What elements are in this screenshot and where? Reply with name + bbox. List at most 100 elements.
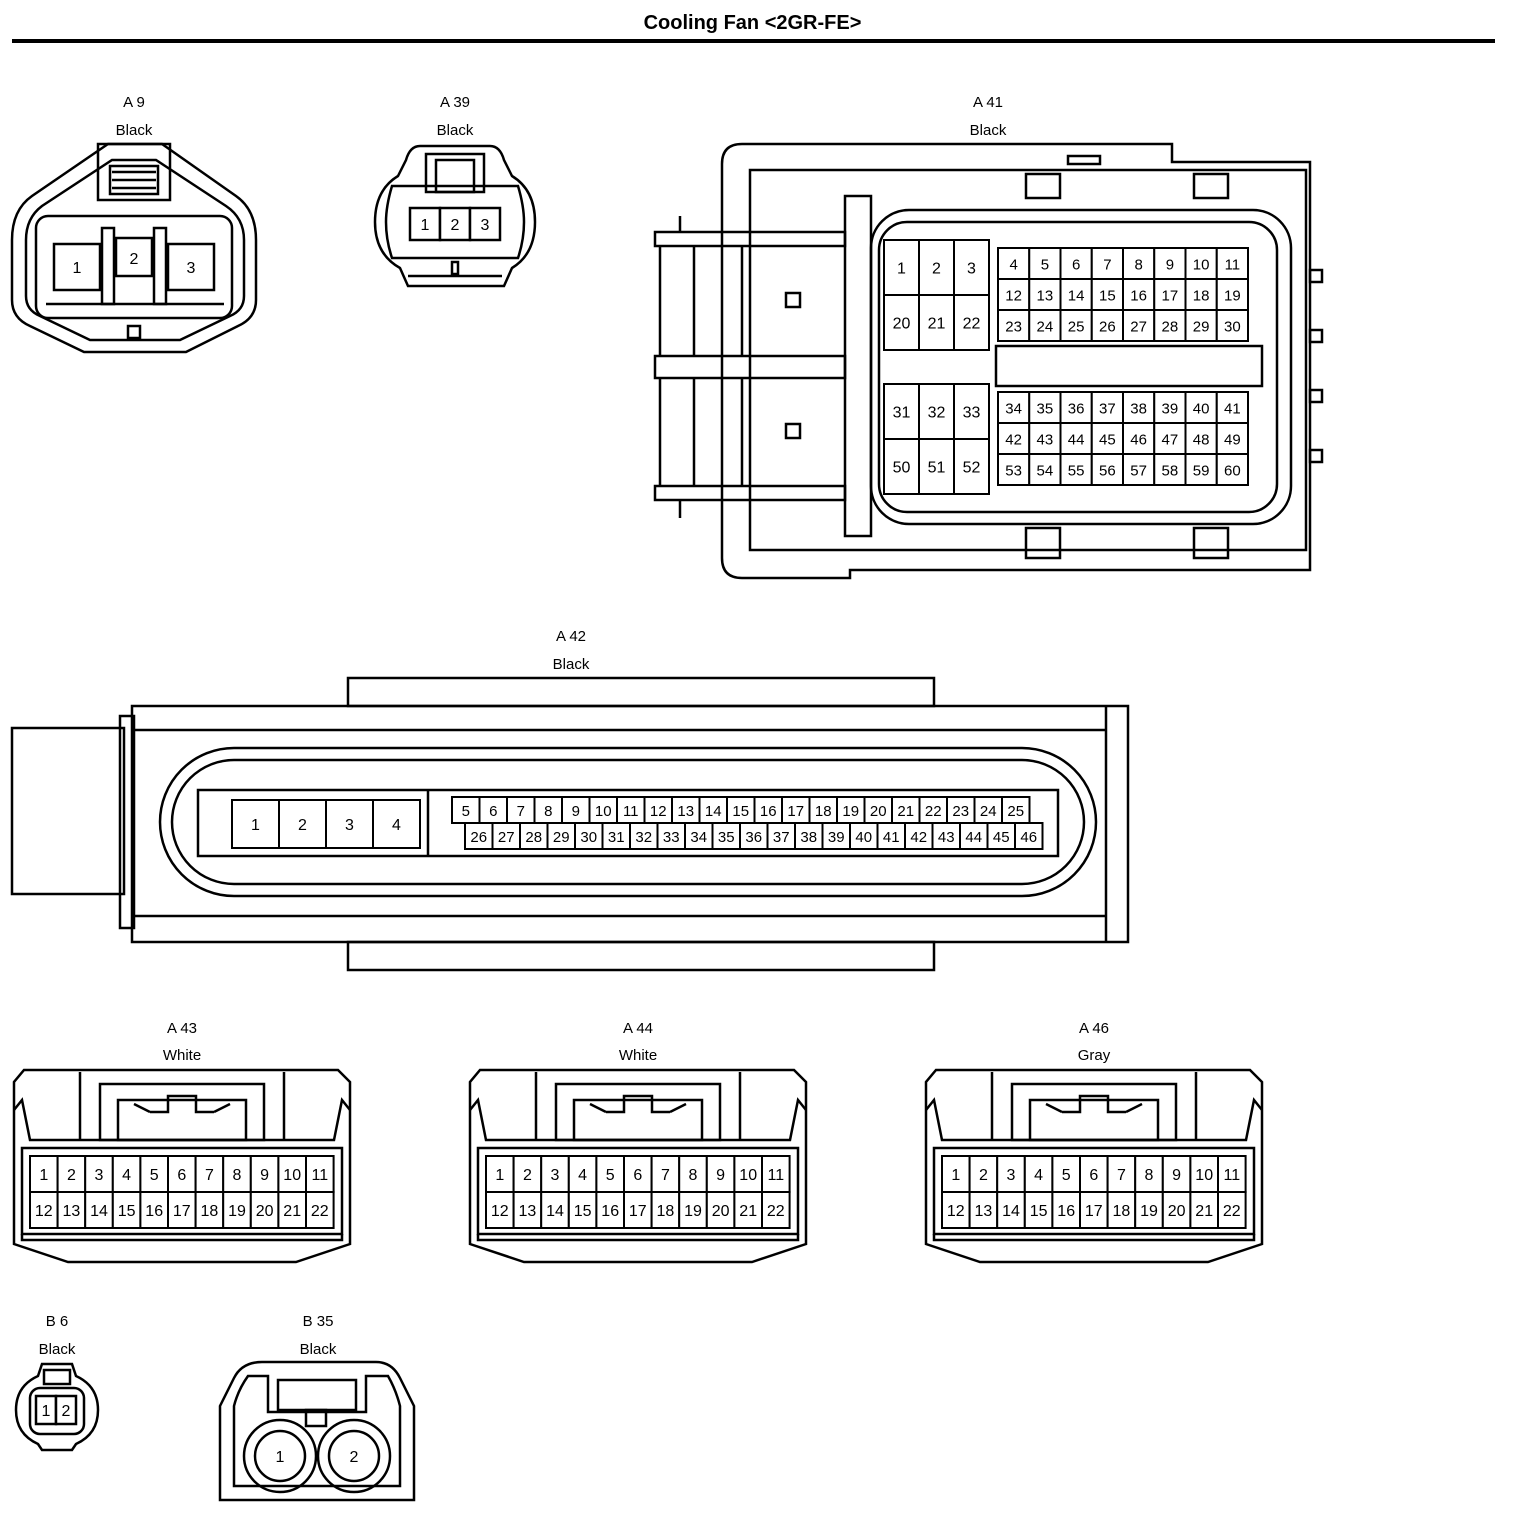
connector-a42-pin-27 <box>491 822 521 850</box>
connector-a42-pin-24-label: 24 <box>980 803 997 820</box>
connector-a39-pin-2 <box>438 206 472 242</box>
connector-a43-pin-2-label: 2 <box>67 1167 76 1184</box>
connector-a44-housing <box>468 1068 808 1264</box>
connector-a43-pin-18 <box>194 1191 225 1229</box>
connector-a46-pin-2-label: 2 <box>979 1167 988 1184</box>
connector-a44-pin-7-label: 7 <box>661 1167 670 1184</box>
connector-a43-pin-7 <box>194 1155 225 1193</box>
connector-a42-pin-11-label: 11 <box>623 803 639 820</box>
connector-a42-pin-32 <box>629 822 659 850</box>
connector-a41-pin-43-label: 43 <box>1037 432 1054 449</box>
connector-a41-pin-3 <box>953 239 990 296</box>
connector-a46-pin-21-label: 21 <box>1195 1203 1213 1220</box>
connector-a46-pin-19 <box>1134 1191 1164 1229</box>
connector-a42-pin-41-label: 41 <box>883 829 900 846</box>
connector-a42-pin-8 <box>533 796 563 824</box>
connector-a42-pin-34-label: 34 <box>690 829 707 846</box>
connector-a41-pin-15-label: 15 <box>1099 288 1116 305</box>
connector-a41-pin-19-label: 19 <box>1224 288 1241 305</box>
connector-a41-pin-34 <box>997 391 1031 424</box>
connector-a44-pin-17 <box>623 1191 653 1229</box>
connector-a41-pin-50 <box>883 438 920 495</box>
connector-a42-pin-14 <box>698 796 728 824</box>
connector-a41-pin-46-label: 46 <box>1130 432 1147 449</box>
connector-a42-pin-32-label: 32 <box>635 829 652 846</box>
connector-a42-pin-39 <box>821 822 851 850</box>
connector-a42-pin-29-label: 29 <box>553 829 570 846</box>
connector-b6-pin-1-label: 1 <box>42 1403 51 1420</box>
connector-a41-pin-42 <box>997 422 1031 455</box>
connector-a41-pin-32-label: 32 <box>928 405 946 422</box>
connector-a42-bottom-rib <box>346 940 936 972</box>
connector-a41-pin-28-label: 28 <box>1162 319 1179 336</box>
connector-a41-pin-58 <box>1153 453 1187 486</box>
connector-a46-pin-13 <box>968 1191 999 1229</box>
connector-a44-pin-18-label: 18 <box>657 1203 675 1220</box>
connector-a41-pin-35-label: 35 <box>1037 401 1054 418</box>
connector-a42-pin-5-label: 5 <box>462 803 470 820</box>
connector-a42-pin-20 <box>863 796 893 824</box>
connector-a43-pin-20 <box>249 1191 280 1229</box>
connector-b6-housing <box>14 1362 100 1452</box>
connector-a41-pin-52-label: 52 <box>963 460 981 477</box>
connector-a44-pin-11 <box>761 1155 791 1193</box>
connector-a41-pin-49 <box>1215 422 1249 455</box>
connector-a46-pin-8 <box>1134 1155 1164 1193</box>
connector-a42-pin-9-label: 9 <box>572 803 580 820</box>
connector-a42-pin-35-label: 35 <box>718 829 735 846</box>
connector-a42-pin-6-label: 6 <box>489 803 497 820</box>
connector-a41-pin-30 <box>1215 309 1249 342</box>
connector-a42-pin-24 <box>973 796 1003 824</box>
connector-a42-pin-12-label: 12 <box>650 803 667 820</box>
connector-a42-pin-8-label: 8 <box>544 803 552 820</box>
connector-a44-pin-5-label: 5 <box>606 1167 615 1184</box>
connector-a41-pin-6-label: 6 <box>1072 257 1080 274</box>
connector-a42-pin-15-label: 15 <box>732 803 749 820</box>
connector-a42-pin-13-label: 13 <box>677 803 694 820</box>
connector-a41-pin-36-label: 36 <box>1068 401 1085 418</box>
connector-a44-pin-18 <box>650 1191 681 1229</box>
connector-a41-pin-25-label: 25 <box>1068 319 1085 336</box>
connector-a41-pin-59 <box>1184 453 1218 486</box>
connector-a41-pin-49-label: 49 <box>1224 432 1241 449</box>
connector-a41-pin-33-label: 33 <box>963 405 981 422</box>
connector-a41-pin-21 <box>918 294 955 351</box>
connector-a42-pin-27-label: 27 <box>498 829 515 846</box>
connector-a41-pin-48 <box>1184 422 1218 455</box>
connector-a43-pin-10 <box>277 1155 307 1193</box>
connector-a43-pin-18-label: 18 <box>201 1203 219 1220</box>
connector-a43-pin-10-label: 10 <box>283 1167 301 1184</box>
connector-a41-pin-60 <box>1215 453 1249 486</box>
connector-a39-housing <box>373 144 537 288</box>
connector-a42-pin-45 <box>986 822 1016 850</box>
connector-a42-pin-37 <box>766 822 796 850</box>
connector-a44-pin-6-label: 6 <box>633 1167 642 1184</box>
connector-a44-pin-2-label: 2 <box>523 1167 532 1184</box>
connector-b35-pin-1-label: 1 <box>276 1449 285 1466</box>
connector-a41-pin-56-label: 56 <box>1099 463 1116 480</box>
connector-a9: A 9 Black 1 2 3 <box>10 94 258 354</box>
connector-b35-pin-1 <box>253 1429 307 1483</box>
connector-a42-pin-10-label: 10 <box>595 803 612 820</box>
connector-a44-pin-3-label: 3 <box>551 1167 560 1184</box>
connector-a43-pin-4-label: 4 <box>122 1167 131 1184</box>
connector-b6: B 6 Black 1 2 <box>14 1313 100 1452</box>
connector-a9-pin-1 <box>52 242 102 292</box>
connector-a43-pin-19-label: 19 <box>228 1203 246 1220</box>
connector-a42-pin-46 <box>1014 822 1044 850</box>
connector-a41-pin-17-label: 17 <box>1162 288 1179 305</box>
connector-a42-pin-20-label: 20 <box>870 803 887 820</box>
connector-a42-lever <box>10 726 126 896</box>
connector-a41-pin-40 <box>1184 391 1218 424</box>
connector-a44-pin-9 <box>705 1155 736 1193</box>
connector-a41-pin-50-label: 50 <box>893 460 911 477</box>
connector-a41-pin-54-label: 54 <box>1037 463 1054 480</box>
connector-a46-color: Gray <box>1078 1047 1111 1064</box>
connector-a41-pin-52 <box>953 438 990 495</box>
connector-a41-pin-53 <box>997 453 1031 486</box>
connector-a46-pin-1-label: 1 <box>951 1167 960 1184</box>
